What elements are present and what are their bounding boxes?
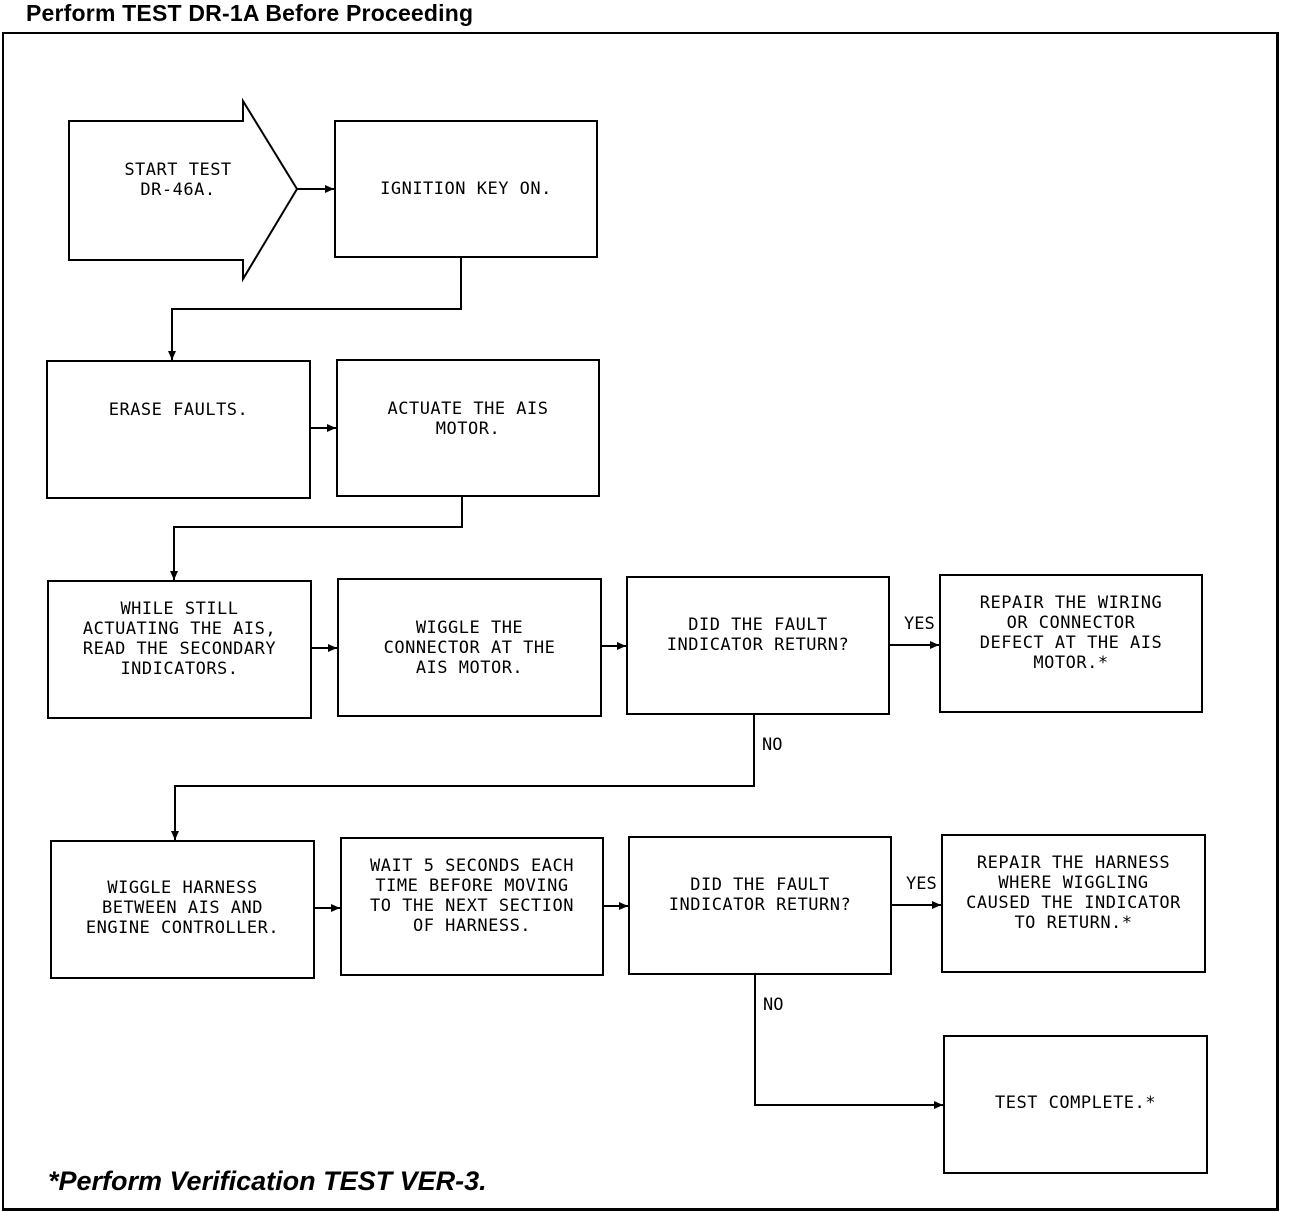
step-erase-faults: ERASE FAULTS. xyxy=(46,360,311,499)
label-no-1: NO xyxy=(762,735,783,755)
connector-question2-no xyxy=(754,975,943,1109)
label-yes-2: YES xyxy=(906,874,937,894)
decision-fault-return-2: DID THE FAULT INDICATOR RETURN? xyxy=(628,836,892,975)
label-no-2: NO xyxy=(763,995,784,1015)
step-actuate: ACTUATE THE AIS MOTOR. xyxy=(336,359,600,497)
step-repair-wiring: REPAIR THE WIRING OR CONNECTOR DEFECT AT… xyxy=(939,574,1203,713)
label-yes-1: YES xyxy=(904,614,935,634)
step-test-complete: TEST COMPLETE.* xyxy=(943,1035,1208,1174)
start-arrow-shape xyxy=(68,97,299,283)
footnote: *Perform Verification TEST VER-3. xyxy=(48,1166,487,1196)
step-wiggle-connector: WIGGLE THE CONNECTOR AT THE AIS MOTOR. xyxy=(337,578,602,717)
page-title: Perform TEST DR-1A Before Proceeding xyxy=(26,0,474,26)
step-wiggle-harness: WIGGLE HARNESS BETWEEN AIS AND ENGINE CO… xyxy=(50,840,315,979)
step-repair-harness: REPAIR THE HARNESS WHERE WIGGLING CAUSED… xyxy=(941,834,1206,973)
connector-actuate-read xyxy=(170,497,463,580)
step-wait: WAIT 5 SECONDS EACH TIME BEFORE MOVING T… xyxy=(340,837,604,976)
diagram-frame xyxy=(2,32,1279,1211)
connector-question1-no xyxy=(171,715,755,840)
step-read-secondary: WHILE STILL ACTUATING THE AIS, READ THE … xyxy=(47,580,312,719)
decision-fault-return-1: DID THE FAULT INDICATOR RETURN? xyxy=(626,576,890,715)
step-ignition: IGNITION KEY ON. xyxy=(334,120,598,258)
connector-ignition-erase xyxy=(168,258,462,360)
step-start: START TEST DR-46A. xyxy=(124,160,232,200)
